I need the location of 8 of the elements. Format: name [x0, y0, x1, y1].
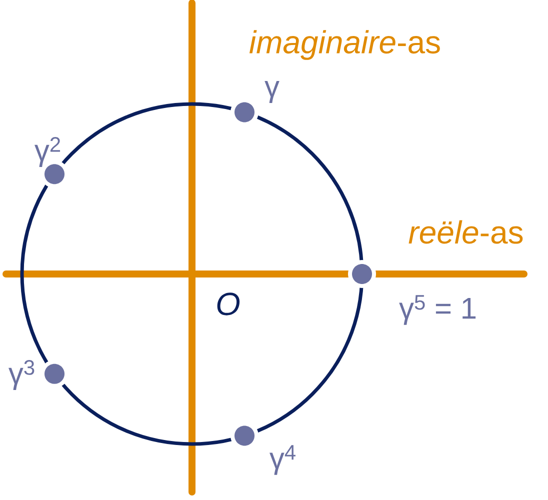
point-label: γ: [264, 80, 280, 104]
point-label: γ$^{2}$: [34, 137, 60, 167]
point-label: γ$^{4}$: [270, 445, 296, 475]
axis-label: imaginaire-as: [249, 30, 440, 60]
point-label: γ$^{5}$ = 1: [399, 295, 476, 325]
axis-label: reële-as: [408, 220, 523, 244]
origin-label: O: [217, 292, 240, 316]
point-label: γ$^{3}$: [8, 360, 34, 390]
